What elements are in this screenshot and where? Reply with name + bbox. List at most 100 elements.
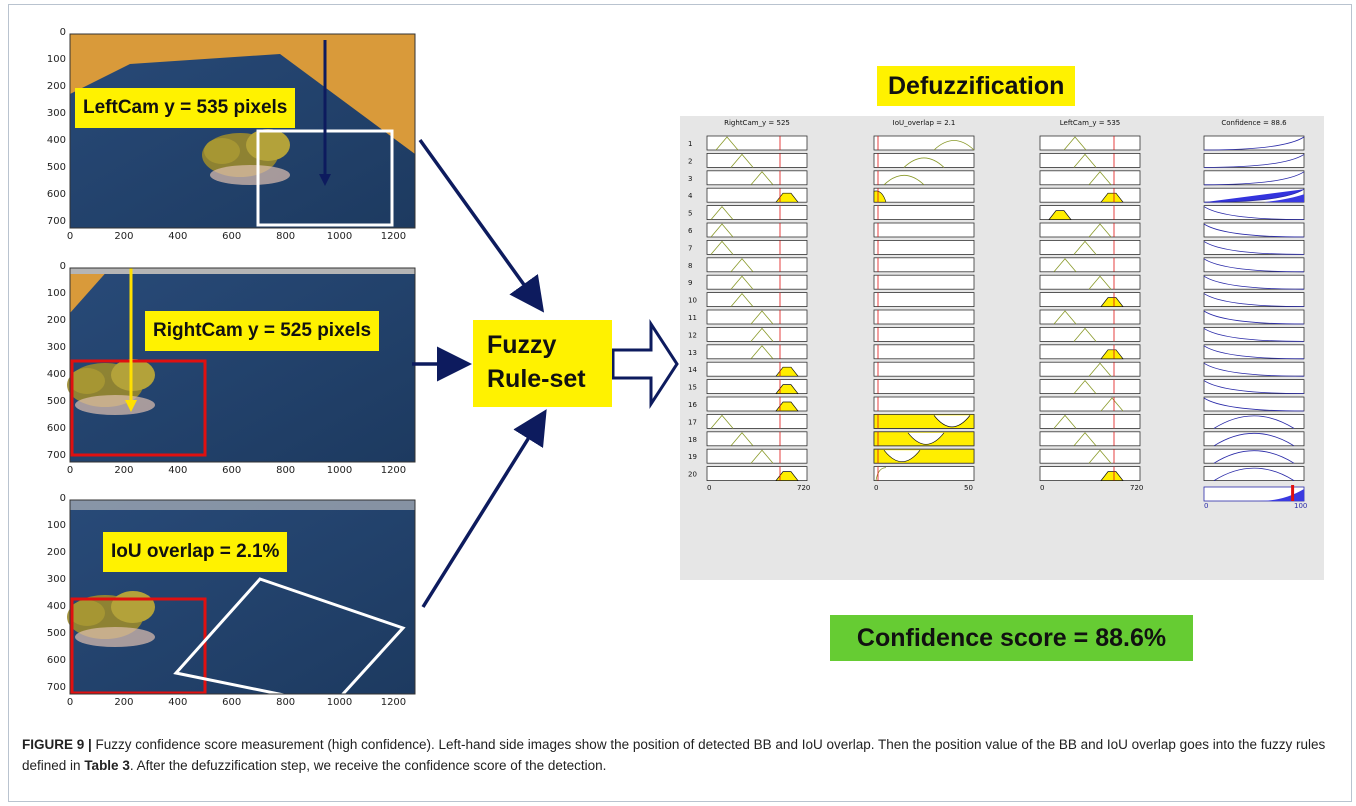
fis-mf bbox=[1053, 310, 1077, 325]
fis-row-number: 19 bbox=[688, 453, 697, 461]
fis-mf-dip bbox=[883, 449, 921, 463]
y-tick-label: 700 bbox=[46, 449, 66, 461]
arrow-bottom bbox=[421, 409, 547, 608]
fis-output-mf bbox=[1203, 154, 1305, 168]
fis-cell bbox=[1039, 187, 1141, 203]
x-tick-label: 1000 bbox=[326, 231, 353, 242]
fis-cell bbox=[1203, 292, 1305, 308]
fis-output-mf bbox=[1203, 397, 1305, 412]
x-tick-label: 0 bbox=[66, 697, 74, 708]
y-tick-label: 100 bbox=[46, 53, 66, 65]
fis-cell bbox=[873, 396, 975, 412]
fis-cell bbox=[706, 153, 808, 168]
fis-cell bbox=[873, 466, 975, 482]
image-label-1: LeftCam y = 535 pixels bbox=[75, 88, 296, 128]
fis-mf bbox=[730, 258, 754, 273]
fis-fired-mf bbox=[1100, 297, 1124, 307]
fis-row-number: 11 bbox=[688, 314, 697, 322]
fis-fired-mf bbox=[1100, 471, 1124, 481]
fis-cell bbox=[873, 135, 975, 151]
fis-cell bbox=[873, 240, 975, 255]
x-tick-label: 600 bbox=[222, 697, 242, 708]
fis-mf bbox=[1088, 171, 1112, 186]
confidence-score-box: Confidence score = 88.6% bbox=[830, 615, 1193, 661]
fis-mf bbox=[730, 292, 754, 307]
fis-row-number: 1 bbox=[688, 140, 692, 148]
fis-output-fired bbox=[1264, 194, 1304, 203]
fis-output-mf bbox=[1203, 345, 1305, 360]
fis-mf bbox=[710, 205, 734, 220]
fis-mf bbox=[1088, 275, 1112, 290]
fis-output-mf bbox=[1203, 310, 1305, 325]
fis-row-number: 9 bbox=[688, 279, 692, 287]
fis-cell bbox=[1203, 153, 1305, 168]
fis-mf bbox=[1073, 153, 1097, 168]
fis-output-mf bbox=[1203, 171, 1305, 186]
fis-mf bbox=[1073, 379, 1097, 394]
fis-cell bbox=[873, 309, 975, 325]
fis-mf bbox=[750, 171, 774, 186]
fis-axis-max: 100 bbox=[1294, 502, 1307, 510]
fis-cell bbox=[873, 153, 975, 168]
fis-mf bbox=[750, 310, 774, 325]
y-tick-label: 400 bbox=[46, 134, 66, 146]
fis-cell bbox=[1203, 170, 1305, 186]
output-arrow bbox=[611, 318, 679, 410]
x-tick-label: 600 bbox=[222, 465, 242, 476]
fis-output-mf bbox=[1213, 467, 1295, 481]
y-tick-label: 600 bbox=[46, 654, 66, 666]
fis-cell bbox=[1203, 448, 1305, 464]
image-label-2: RightCam y = 525 pixels bbox=[145, 311, 380, 351]
y-tick-label: 500 bbox=[46, 161, 66, 173]
y-tick-label: 500 bbox=[46, 395, 66, 407]
fis-row-number: 5 bbox=[688, 210, 692, 218]
fis-cell bbox=[706, 431, 808, 447]
y-tick-label: 700 bbox=[46, 681, 66, 693]
fis-mf bbox=[750, 449, 774, 464]
caption-figure-label: FIGURE 9 | bbox=[22, 737, 92, 752]
fis-axis-min: 0 bbox=[874, 484, 878, 492]
fis-cell bbox=[873, 379, 975, 395]
fis-fired-mf bbox=[873, 190, 887, 203]
fis-cell bbox=[873, 344, 975, 360]
fis-cell bbox=[1039, 257, 1141, 273]
confidence-score-label: Confidence score = 88.6% bbox=[856, 624, 1167, 652]
y-tick-label: 700 bbox=[46, 215, 66, 227]
fis-mf bbox=[715, 136, 739, 151]
fis-axis-min: 0 bbox=[1040, 484, 1044, 492]
fis-mf bbox=[903, 157, 945, 168]
fis-row-number: 12 bbox=[688, 331, 697, 339]
y-tick-label: 0 bbox=[59, 27, 66, 38]
fis-fired-mf bbox=[775, 366, 799, 377]
fis-mf bbox=[710, 240, 734, 255]
fis-output-mf bbox=[1203, 258, 1305, 273]
image-label-3: IoU overlap = 2.1% bbox=[103, 532, 288, 572]
fuzzy-line2: Rule-set bbox=[487, 365, 586, 393]
fis-fired-mf bbox=[775, 401, 799, 412]
fis-cell bbox=[1203, 413, 1305, 429]
fis-cell bbox=[1039, 466, 1141, 482]
fis-output-mf bbox=[1203, 275, 1305, 290]
fis-cell bbox=[873, 170, 975, 186]
y-tick-label: 400 bbox=[46, 368, 66, 380]
fis-output-mf bbox=[1203, 380, 1305, 394]
fis-mf bbox=[1088, 449, 1112, 464]
fis-fired-mf bbox=[775, 192, 799, 203]
fis-mf bbox=[730, 275, 754, 290]
x-tick-label: 800 bbox=[276, 465, 296, 476]
fis-fired-mf bbox=[775, 471, 799, 481]
fis-cell bbox=[1039, 361, 1141, 377]
fis-axis-max: 720 bbox=[1130, 484, 1143, 492]
fis-cell bbox=[1039, 413, 1141, 429]
x-tick-label: 800 bbox=[276, 231, 296, 242]
fis-cell bbox=[1203, 379, 1305, 395]
fis-mf bbox=[1053, 258, 1077, 273]
fis-cell bbox=[1039, 309, 1141, 325]
fis-output-mf bbox=[1213, 450, 1295, 464]
fis-mf bbox=[875, 467, 887, 481]
fis-row-number: 4 bbox=[688, 192, 693, 200]
fis-mf bbox=[710, 223, 734, 238]
fis-row-number: 2 bbox=[688, 157, 692, 165]
fis-mf-dip bbox=[933, 415, 971, 428]
